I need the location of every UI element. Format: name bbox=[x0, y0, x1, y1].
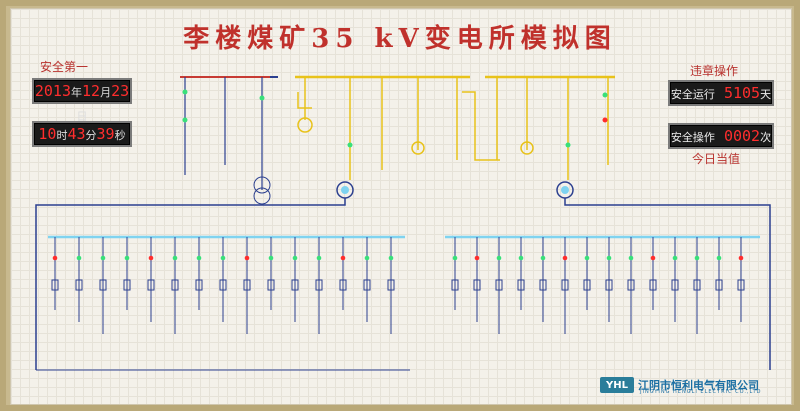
breaker-symbol bbox=[671, 279, 679, 291]
status-lamp bbox=[540, 255, 546, 261]
time-minute-unit: 分 bbox=[85, 129, 97, 142]
safe-op-unit: 次 bbox=[760, 131, 772, 144]
breaker-symbol bbox=[267, 279, 275, 291]
status-lamp bbox=[364, 255, 370, 261]
status-lamp bbox=[172, 255, 178, 261]
status-lamp bbox=[650, 255, 656, 261]
status-lamp bbox=[268, 255, 274, 261]
breaker-symbol bbox=[387, 279, 395, 291]
breaker-symbol bbox=[715, 279, 723, 291]
status-lamp bbox=[518, 255, 524, 261]
status-lamp bbox=[716, 255, 722, 261]
status-lamp bbox=[606, 255, 612, 261]
breaker-symbol bbox=[627, 279, 635, 291]
breaker-symbol bbox=[147, 279, 155, 291]
breaker-symbol bbox=[315, 279, 323, 291]
status-lamp bbox=[76, 255, 82, 261]
violation-label: 违章操作 bbox=[690, 64, 739, 78]
time-hour-unit: 时 bbox=[56, 129, 68, 142]
date-day-unit: 日 bbox=[76, 110, 88, 123]
logo-mark: YHL bbox=[600, 377, 634, 393]
breaker-symbol bbox=[123, 279, 131, 291]
status-lamp bbox=[584, 255, 590, 261]
status-lamp bbox=[496, 255, 502, 261]
breaker-symbol bbox=[195, 279, 203, 291]
breaker-symbol bbox=[561, 279, 569, 291]
date-month-unit: 月 bbox=[100, 86, 112, 99]
status-lamp bbox=[148, 255, 154, 261]
date-day: 23 bbox=[111, 82, 130, 100]
status-lamp bbox=[738, 255, 744, 261]
status-lamp bbox=[196, 255, 202, 261]
safe-run-label: 安全运行 bbox=[670, 88, 715, 101]
status-lamp bbox=[388, 255, 394, 261]
breaker-symbol bbox=[363, 279, 371, 291]
status-lamp bbox=[244, 255, 250, 261]
status-lamp bbox=[220, 255, 226, 261]
page-title: 李楼煤矿35 kV变电所模拟图 bbox=[183, 24, 617, 54]
breaker-symbol bbox=[693, 279, 701, 291]
safe-run-unit: 天 bbox=[760, 88, 772, 101]
status-lamp bbox=[672, 255, 678, 261]
status-lamp bbox=[452, 255, 458, 261]
status-lamp bbox=[124, 255, 130, 261]
safe-op-value: 0002 bbox=[723, 127, 761, 145]
status-lamp bbox=[52, 255, 58, 261]
time-second: 39 bbox=[96, 125, 115, 143]
breaker-symbol bbox=[219, 279, 227, 291]
safety-label: 安全第一 bbox=[40, 60, 89, 74]
breaker-symbol bbox=[605, 279, 613, 291]
breaker-symbol bbox=[583, 279, 591, 291]
status-lamp bbox=[694, 255, 700, 261]
time-display: 10时43分39秒 bbox=[32, 121, 132, 147]
on-duty-label: 今日当值 bbox=[692, 152, 741, 166]
company-name-cn: 江阴市恒利电气有限公司 bbox=[638, 379, 759, 392]
breaker-symbol bbox=[75, 279, 83, 291]
safe-op-display: 安全操作 0002次 bbox=[668, 123, 774, 149]
breaker-symbol bbox=[737, 279, 745, 291]
date-display: 2013年12月23 日 bbox=[32, 78, 132, 123]
breaker-symbol bbox=[99, 279, 107, 291]
company-name-en: JINGYING HENGLI ELECTRIC CO.,LTD bbox=[640, 389, 762, 395]
status-lamp bbox=[292, 255, 298, 261]
breaker-symbol bbox=[473, 279, 481, 291]
status-lamp bbox=[474, 255, 480, 261]
status-lamp bbox=[100, 255, 106, 261]
date-month: 12 bbox=[82, 82, 101, 100]
breaker-symbol bbox=[495, 279, 503, 291]
safe-run-display: 安全运行 5105天 bbox=[668, 80, 774, 106]
date-year: 2013 bbox=[34, 82, 71, 100]
breaker-symbol bbox=[171, 279, 179, 291]
breaker-symbol bbox=[539, 279, 547, 291]
safe-op-label: 安全操作 bbox=[670, 131, 715, 144]
safe-run-value: 5105 bbox=[723, 84, 761, 102]
status-lamp bbox=[628, 255, 634, 261]
breaker-symbol bbox=[51, 279, 59, 291]
status-lamp bbox=[316, 255, 322, 261]
company-logo: YHL 江阴市恒利电气有限公司 JINGYING HENGLI ELECTRIC… bbox=[600, 374, 785, 396]
time-hour: 10 bbox=[38, 125, 57, 143]
breaker-symbol bbox=[649, 279, 657, 291]
breaker-symbol bbox=[339, 279, 347, 291]
breaker-symbol bbox=[243, 279, 251, 291]
mimic-panel bbox=[10, 8, 792, 405]
breaker-symbol bbox=[517, 279, 525, 291]
status-lamp bbox=[340, 255, 346, 261]
breaker-symbol bbox=[451, 279, 459, 291]
time-minute: 43 bbox=[67, 125, 86, 143]
time-second-unit: 秒 bbox=[114, 129, 126, 142]
breaker-symbol bbox=[291, 279, 299, 291]
date-year-unit: 年 bbox=[71, 86, 82, 99]
status-lamp bbox=[562, 255, 568, 261]
